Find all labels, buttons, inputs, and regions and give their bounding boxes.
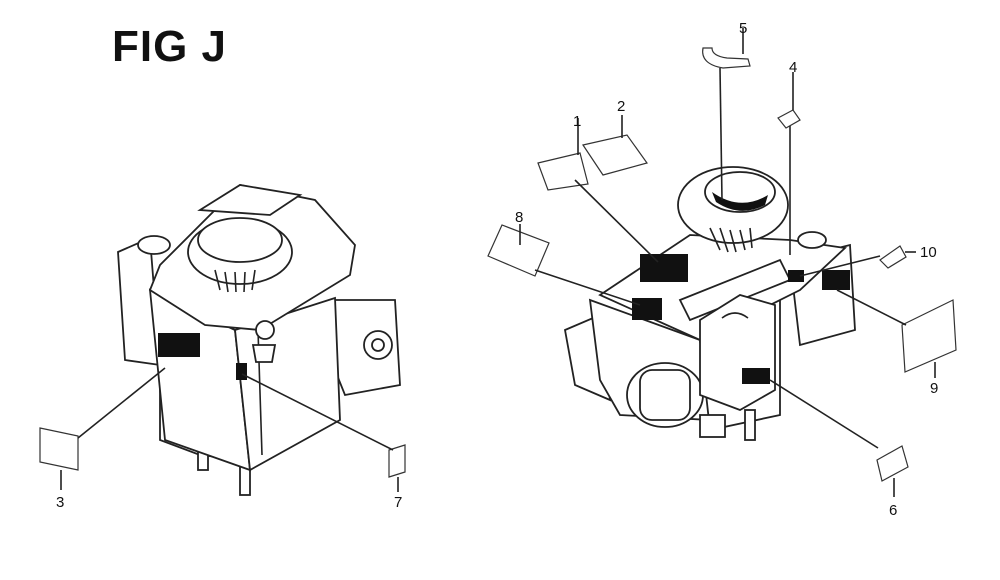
callout-8: 8 <box>515 209 523 226</box>
loose-label-1 <box>537 118 659 263</box>
loose-label-2 <box>582 115 648 176</box>
loose-label-7 <box>241 373 406 492</box>
loose-label-3 <box>39 367 166 490</box>
loose-label-10 <box>799 245 916 277</box>
engine-label-10 <box>788 270 804 282</box>
loose-label-6 <box>769 379 909 497</box>
engine-label-8 <box>632 298 662 320</box>
engine-label-9 <box>822 270 850 290</box>
callout-3: 3 <box>56 494 64 511</box>
figure-title: FIG J <box>112 22 228 71</box>
callout-10: 10 <box>920 244 937 261</box>
engine-label-7 <box>236 363 247 380</box>
callout-9: 9 <box>930 380 938 397</box>
callout-2: 2 <box>617 98 625 115</box>
engine-label-6 <box>742 368 770 384</box>
loose-label-5 <box>702 28 751 201</box>
right-engine <box>563 166 856 441</box>
callout-6: 6 <box>889 502 897 519</box>
engine-label-1 <box>640 254 688 282</box>
left-engine <box>117 184 401 496</box>
loose-label-4 <box>777 72 801 255</box>
callout-4: 4 <box>789 59 797 76</box>
engine-label-3 <box>158 333 200 357</box>
loose-label-9 <box>836 289 957 378</box>
callout-7: 7 <box>394 494 402 511</box>
loose-label-8 <box>487 224 641 306</box>
callout-1: 1 <box>573 113 581 130</box>
callout-5: 5 <box>739 20 747 37</box>
